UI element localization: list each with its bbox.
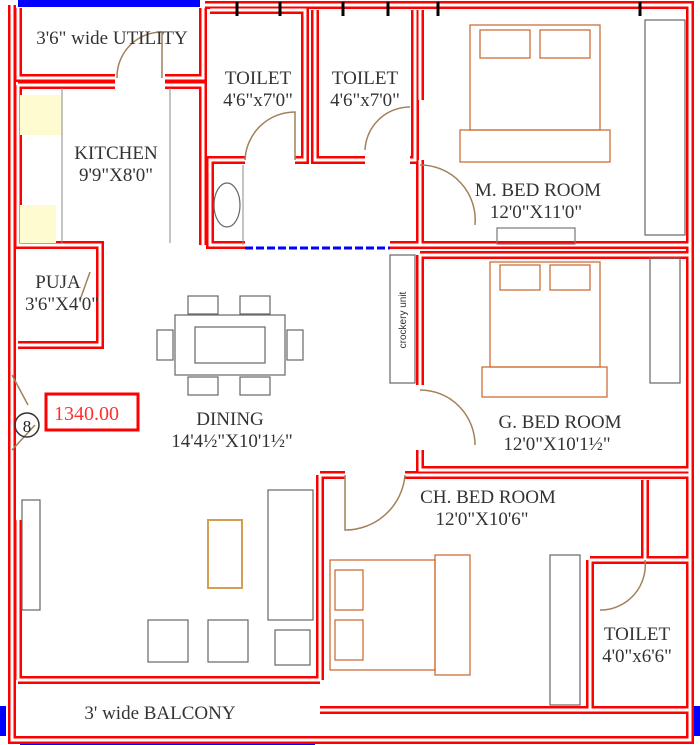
kitchen-fixtures xyxy=(20,88,244,245)
top-window-frames xyxy=(235,2,642,16)
crockery-label: crockery unit xyxy=(398,291,409,348)
kitchen-size: 9'9"X8'0" xyxy=(79,165,153,186)
toilet1-label: TOILET xyxy=(225,68,292,89)
utility-label: 3'6" wide UTILITY xyxy=(36,28,188,49)
dining-size: 14'4½"X10'1½" xyxy=(171,431,293,452)
toilet3-size: 4'0"x6'6" xyxy=(602,646,672,667)
dining-table xyxy=(156,295,304,396)
living-furniture xyxy=(21,489,314,666)
master-bed-size: 12'0"X11'0" xyxy=(490,202,582,223)
crockery-unit xyxy=(389,254,416,384)
walls xyxy=(8,1,694,744)
area-box xyxy=(44,392,140,432)
puja-size: 3'6"X4'0" xyxy=(25,294,99,315)
entrance-marker xyxy=(14,412,40,438)
puja-label: PUJA xyxy=(35,272,81,293)
doors xyxy=(11,31,647,611)
master-bed-label: M. BED ROOM xyxy=(475,180,601,201)
balcony-label: 3' wide BALCONY xyxy=(84,703,235,724)
dining-label: DINING xyxy=(196,409,264,430)
toilet2-label: TOILET xyxy=(332,68,399,89)
guest-bed-label: G. BED ROOM xyxy=(499,412,622,433)
wardrobes xyxy=(549,19,686,706)
child-bed-size: 12'0"X10'6" xyxy=(435,509,528,530)
guest-bed-size: 12'0"X10'1½" xyxy=(503,434,610,455)
toilet2-size: 4'6"x7'0" xyxy=(330,90,400,111)
area-label: 1340.00 xyxy=(54,403,119,425)
entrance-marker-number: 8 xyxy=(23,417,32,436)
kitchen-label: KITCHEN xyxy=(74,143,158,164)
child-bed-label: CH. BED ROOM xyxy=(420,487,556,508)
toilet1-size: 4'6"x7'0" xyxy=(223,90,293,111)
toilet3-label: TOILET xyxy=(604,624,671,645)
beds xyxy=(329,24,611,676)
